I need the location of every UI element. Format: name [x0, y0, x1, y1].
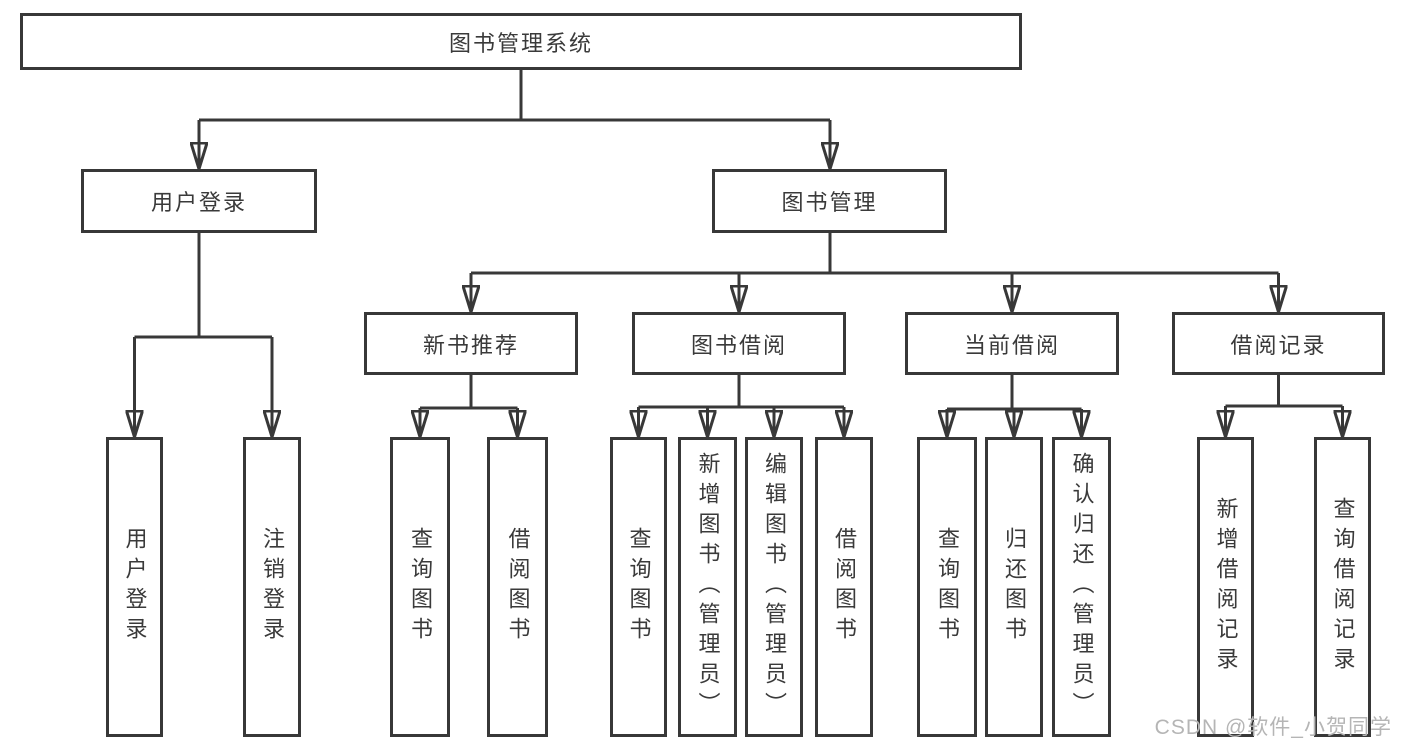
leaf-borrow-books-recommend-label: 借阅图书	[505, 527, 531, 647]
leaf-logout-label: 注销登录	[260, 527, 285, 647]
leaf-query-borrow-record: 查询借阅记录	[1314, 437, 1371, 737]
connector-book-borrowing-children	[639, 375, 845, 437]
connector-book-management-children	[471, 233, 1279, 312]
node-book-management: 图书管理	[712, 169, 947, 233]
leaf-query-books-borrow: 查询图书	[610, 437, 667, 737]
csdn-watermark: CSDN @软件_小贺同学	[1154, 716, 1392, 739]
node-new-book-recommendation: 新书推荐	[364, 312, 578, 375]
connector-current-borrowing-children	[947, 375, 1082, 437]
leaf-query-books-borrow-label: 查询图书	[626, 527, 652, 647]
connector-borrowing-records-children	[1226, 375, 1343, 437]
leaf-return-books-label: 归还图书	[1002, 527, 1027, 647]
leaf-query-books-current: 查询图书	[917, 437, 977, 737]
leaf-edit-book-admin: 编辑图书（管理员）	[745, 437, 803, 737]
leaf-confirm-return-admin-label: 确认归还（管理员）	[1069, 452, 1095, 722]
leaf-borrow-books: 借阅图书	[815, 437, 873, 737]
connector-new-book-recommendation-children	[420, 375, 518, 437]
node-book-borrowing-label: 图书借阅	[690, 332, 787, 358]
leaf-return-books: 归还图书	[985, 437, 1043, 737]
leaf-add-borrow-record: 新增借阅记录	[1197, 437, 1254, 737]
leaf-edit-book-admin-label: 编辑图书（管理员）	[762, 452, 787, 722]
node-new-book-recommendation-label: 新书推荐	[422, 332, 519, 358]
leaf-query-borrow-record-label: 查询借阅记录	[1330, 497, 1356, 677]
node-current-borrowing-label: 当前借阅	[963, 332, 1060, 358]
connector-user-login-children	[135, 233, 273, 437]
leaf-add-book-admin: 新增图书（管理员）	[678, 437, 737, 737]
leaf-query-books-current-label: 查询图书	[935, 527, 960, 647]
node-current-borrowing: 当前借阅	[905, 312, 1119, 375]
leaf-query-books-recommend: 查询图书	[390, 437, 450, 737]
node-user-login-label: 用户登录	[150, 190, 247, 215]
leaf-query-books-recommend-label: 查询图书	[408, 527, 433, 647]
leaf-borrow-books-label: 借阅图书	[832, 527, 857, 647]
connector-root-to-level2	[199, 70, 830, 169]
leaf-add-borrow-record-label: 新增借阅记录	[1213, 497, 1239, 677]
leaf-user-login-label: 用户登录	[122, 527, 148, 647]
leaf-confirm-return-admin: 确认归还（管理员）	[1052, 437, 1111, 737]
node-book-management-label: 图书管理	[781, 190, 878, 215]
node-library-management-system: 图书管理系统	[20, 13, 1022, 70]
leaf-borrow-books-recommend: 借阅图书	[487, 437, 548, 737]
leaf-add-book-admin-label: 新增图书（管理员）	[695, 452, 721, 722]
leaf-user-login: 用户登录	[106, 437, 163, 737]
node-borrowing-records: 借阅记录	[1172, 312, 1385, 375]
node-library-management-system-label: 图书管理系统	[448, 30, 593, 56]
leaf-logout: 注销登录	[243, 437, 301, 737]
node-user-login: 用户登录	[81, 169, 317, 233]
node-borrowing-records-label: 借阅记录	[1230, 332, 1327, 358]
node-book-borrowing: 图书借阅	[632, 312, 846, 375]
